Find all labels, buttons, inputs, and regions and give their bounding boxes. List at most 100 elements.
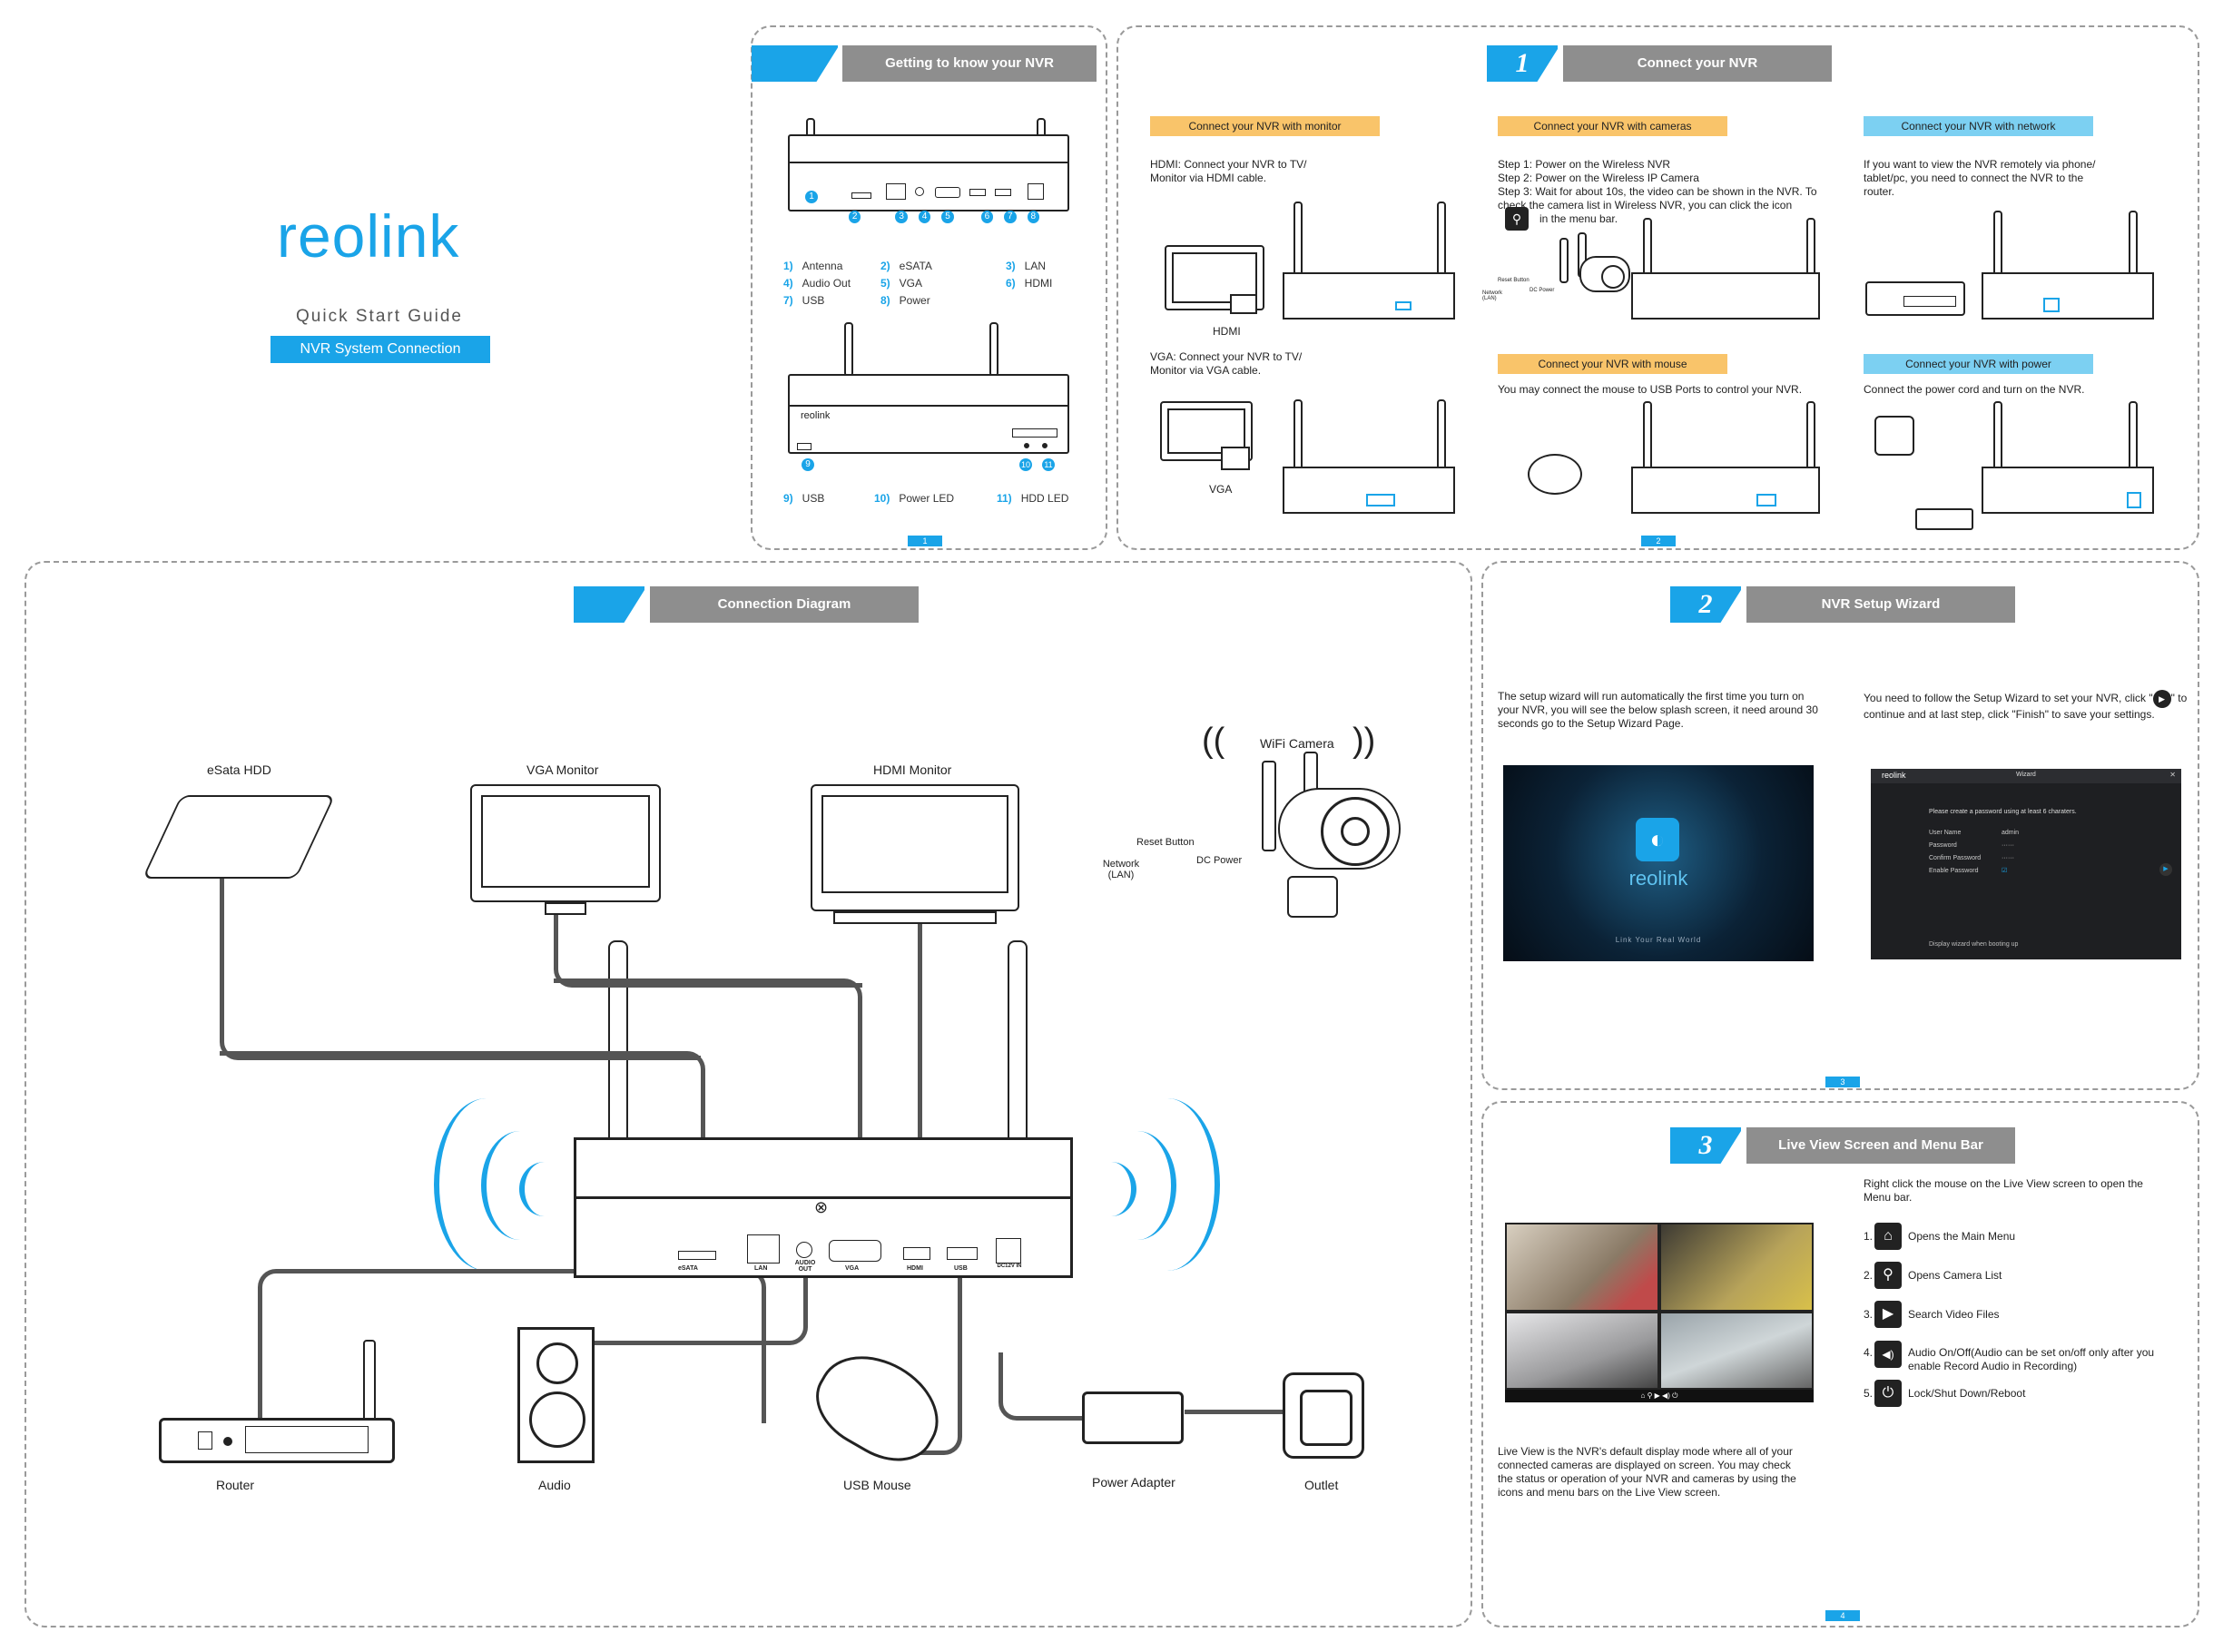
- rear-callouts: 2 3 4 5 6 7 8: [849, 211, 1039, 225]
- camera-network-label: Network (LAN): [1482, 290, 1503, 301]
- nvr-drawing-hdmi: [1283, 272, 1455, 320]
- label-dc-power: DC Power: [1196, 855, 1243, 866]
- live-menu-bar[interactable]: ⌂ ⚲ ▶ ◀) ⏻: [1505, 1390, 1814, 1402]
- legend-item-3: 3)LAN: [1006, 260, 1047, 272]
- wifi-signal-icon: ((: [1202, 722, 1225, 760]
- nvr-drawing-mouse: [1631, 467, 1820, 514]
- wizard-close-icon[interactable]: ✕: [2169, 771, 2176, 779]
- legend-item-11: 11)HDD LED: [997, 492, 1069, 505]
- vga-instruction: VGA: Connect your NVR to TV/ Monitor via…: [1150, 350, 1303, 377]
- brand-logo: reolink: [277, 202, 460, 270]
- callout-9: 9: [802, 458, 814, 471]
- port-label-vga: VGA: [845, 1265, 860, 1272]
- cable-power: [998, 1352, 1107, 1421]
- label-power-adapter: Power Adapter: [1092, 1475, 1175, 1490]
- callout-6: 6: [980, 211, 994, 223]
- field-enable-password[interactable]: Enable Password☑: [1929, 868, 2008, 874]
- field-confirm-password[interactable]: Confirm Password······: [1929, 855, 2014, 861]
- small-antenna: [2129, 211, 2138, 281]
- label-outlet: Outlet: [1304, 1478, 1339, 1492]
- menu-item-4: 4. ◀) Audio On/Off(Audio can be set on/o…: [1864, 1341, 2172, 1372]
- callout-11: 11: [1042, 458, 1055, 471]
- port-label-dc: DC12V IN: [997, 1264, 1022, 1269]
- nvr-drawing-camera: [1631, 272, 1820, 320]
- nvr-screw-icon: ⊗: [814, 1198, 829, 1216]
- step-number: 3: [1698, 1130, 1713, 1160]
- label-wifi-camera: WiFi Camera: [1260, 736, 1334, 751]
- nvr-drawing-network: [1982, 272, 2154, 320]
- header-title: Live View Screen and Menu Bar: [1746, 1127, 2015, 1164]
- tag-power: Connect your NVR with power: [1864, 354, 2093, 374]
- label-network-lan: Network (LAN): [1102, 859, 1140, 880]
- power-icon: ⏻: [1874, 1380, 1902, 1407]
- header-title: Connection Diagram: [650, 586, 919, 623]
- label-esata-hdd: eSata HDD: [207, 762, 271, 777]
- page-number-2: 2: [1641, 536, 1676, 546]
- header-connect-nvr: 1 Connect your NVR: [1487, 45, 1832, 82]
- port-esata: [678, 1251, 716, 1260]
- cable-audio: [585, 1269, 808, 1345]
- power-adapter-drawing: [1082, 1391, 1184, 1444]
- wifi-camera-drawing: [1278, 788, 1401, 870]
- page-number-3: 3: [1825, 1077, 1860, 1087]
- front-antenna-left: [844, 322, 853, 377]
- port-label-lan: LAN: [754, 1265, 768, 1272]
- callout-8: 8: [1027, 211, 1039, 223]
- legend-item-9: 9)USB: [783, 492, 825, 505]
- hdmi-monitor-drawing-large: [811, 784, 1019, 911]
- vga-monitor-stand: [545, 902, 586, 915]
- page-number-1: 1: [908, 536, 942, 546]
- callout-7: 7: [1004, 211, 1017, 223]
- wizard-screen: reolink Wizard ✕ Please create a passwor…: [1871, 769, 2181, 959]
- vga-label: VGA: [1209, 483, 1233, 496]
- callout-5: 5: [941, 211, 954, 223]
- port-label-hdmi: HDMI: [907, 1265, 923, 1272]
- callout-10: 10: [1019, 458, 1032, 471]
- cable-esata: [220, 879, 701, 1060]
- field-password[interactable]: Password······: [1929, 842, 2014, 849]
- label-vga-monitor: VGA Monitor: [526, 762, 599, 777]
- camera-mount: [1287, 876, 1338, 918]
- front-logo: reolink: [801, 410, 831, 421]
- port-label-esata: eSATA: [678, 1265, 698, 1272]
- header-know-nvr: Getting to know your NVR: [752, 45, 1097, 82]
- hdmi-port-zoom: [1230, 294, 1257, 314]
- panel-live-view: [1481, 1101, 2199, 1627]
- nvr-front-drawing: reolink: [788, 374, 1069, 454]
- port-label-audio: AUDIO OUT: [794, 1260, 816, 1273]
- panel-know-nvr: [751, 25, 1107, 550]
- wizard-footer[interactable]: Display wizard when booting up: [1929, 941, 2019, 948]
- camera-reset-label: Reset Button: [1498, 278, 1530, 283]
- audio-speaker-drawing: [517, 1327, 595, 1463]
- vga-monitor-drawing-large: [470, 784, 661, 902]
- small-antenna: [1293, 399, 1303, 472]
- menu-item-3: 3. ▶ Search Video Files: [1864, 1301, 2172, 1328]
- wifi-waves-right: [1098, 1131, 1176, 1240]
- tag-mouse: Connect your NVR with mouse: [1498, 354, 1727, 374]
- port-label-usb: USB: [954, 1265, 968, 1272]
- adapter-drawing-small: [1915, 508, 1973, 530]
- port-usb: [947, 1247, 978, 1260]
- header-setup-wizard: 2 NVR Setup Wizard: [1670, 586, 2015, 623]
- cable-power: [1185, 1410, 1284, 1414]
- camera-step-2: Step 2: Power on the Wireless IP Camera: [1498, 172, 1699, 184]
- hdmi-monitor-stand: [833, 911, 997, 924]
- wizard-next-icon[interactable]: ▶: [2159, 863, 2172, 876]
- panel-connect-nvr: [1116, 25, 2199, 550]
- tag-monitor: Connect your NVR with monitor: [1150, 116, 1380, 136]
- label-usb-mouse: USB Mouse: [843, 1478, 911, 1492]
- wizard-text-2a: You need to follow the Setup Wizard to s…: [1864, 692, 2153, 705]
- small-antenna: [1437, 399, 1446, 472]
- header-live-view: 3 Live View Screen and Menu Bar: [1670, 1127, 2015, 1164]
- wizard-prompt: Please create a password using at least …: [1929, 809, 2077, 815]
- wifi-waves-right: [1115, 1098, 1220, 1271]
- port-hdmi: [903, 1247, 930, 1260]
- menu-item-5: 5. ⏻ Lock/Shut Down/Reboot: [1864, 1380, 2172, 1407]
- small-antenna: [1293, 202, 1303, 281]
- live-description: Live View is the NVR's default display m…: [1498, 1445, 1796, 1499]
- panel-setup-wizard: [1481, 561, 2199, 1090]
- label-router: Router: [216, 1478, 255, 1492]
- vga-port-zoom: [1221, 447, 1250, 470]
- cable-lan: [258, 1269, 766, 1423]
